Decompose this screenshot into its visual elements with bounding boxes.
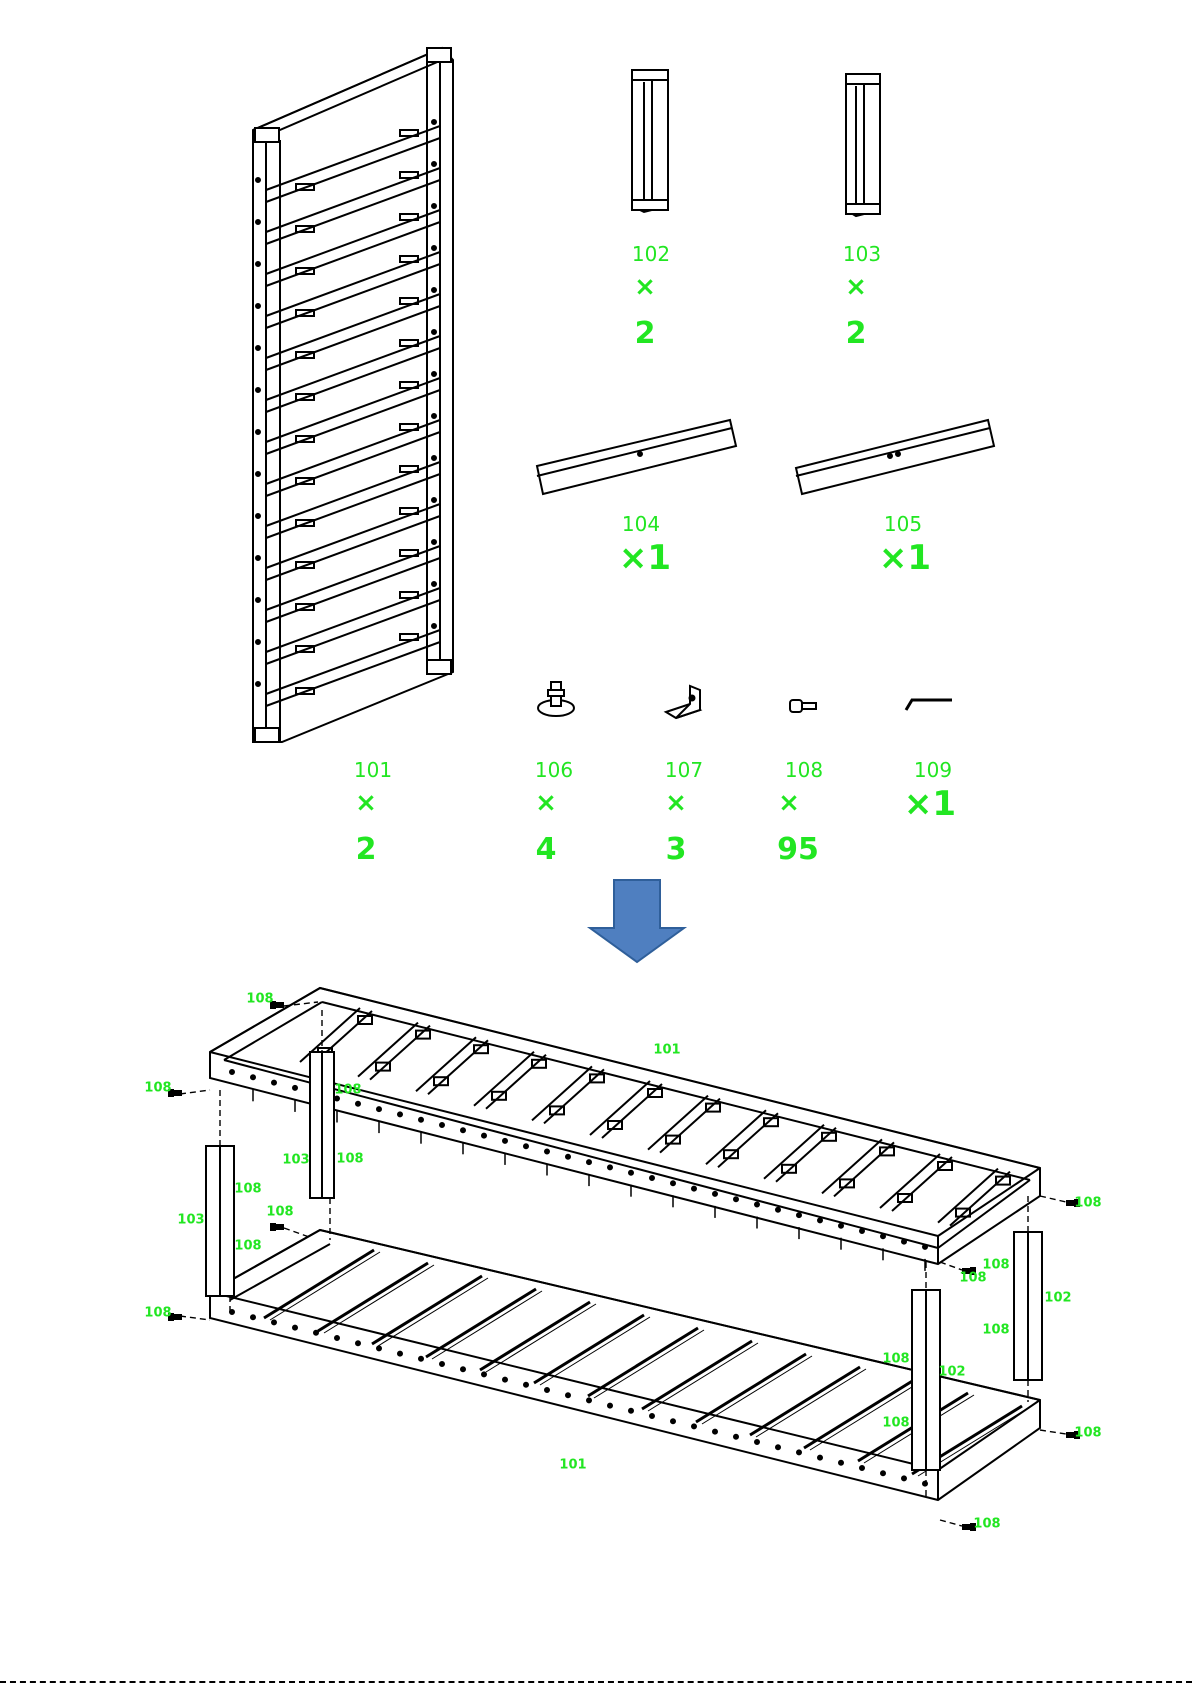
callout-108: 108: [334, 1083, 361, 1098]
part-106-foot: [538, 682, 574, 716]
part-101-frame-panel: [253, 48, 453, 742]
part-104-rail: [537, 420, 736, 494]
page-edge-dashed-line: [0, 1681, 1192, 1683]
part-number-102: 102: [632, 242, 670, 266]
part-qty-104: ×1: [619, 538, 671, 578]
callout-103: 103: [282, 1153, 309, 1168]
part-qty-103: 2: [846, 316, 867, 351]
part-105-rail: [796, 420, 994, 494]
part-number-108: 108: [785, 758, 823, 782]
part-times-101: ×: [355, 788, 377, 818]
callout-108: 108: [882, 1352, 909, 1367]
part-qty-109: ×1: [904, 784, 956, 824]
callout-108: 108: [144, 1081, 171, 1096]
callout-102: 102: [938, 1365, 965, 1380]
callout-101: 101: [559, 1458, 586, 1473]
part-number-103: 103: [843, 242, 881, 266]
part-times-103: ×: [845, 272, 867, 302]
part-107-bracket: [666, 686, 700, 718]
callout-108: 108: [144, 1306, 171, 1321]
callout-108: 108: [882, 1416, 909, 1431]
callout-108: 108: [959, 1271, 986, 1286]
callout-101: 101: [653, 1043, 680, 1058]
part-number-104: 104: [622, 512, 660, 536]
callout-108: 108: [234, 1182, 261, 1197]
callout-108: 108: [336, 1152, 363, 1167]
part-qty-107: 3: [666, 832, 687, 867]
callout-108: 108: [1074, 1196, 1101, 1211]
part-qty-102: 2: [635, 316, 656, 351]
part-qty-101: 2: [356, 832, 377, 867]
down-arrow: [590, 880, 684, 962]
part-number-106: 106: [535, 758, 573, 782]
callout-108: 108: [982, 1323, 1009, 1338]
callout-108: 108: [234, 1239, 261, 1254]
part-103-leg: [846, 74, 880, 216]
part-number-107: 107: [665, 758, 703, 782]
callout-108: 108: [266, 1205, 293, 1220]
part-qty-108: 95: [777, 832, 819, 867]
callout-103: 103: [177, 1213, 204, 1228]
part-times-106: ×: [535, 788, 557, 818]
part-102-leg: [632, 70, 668, 212]
part-qty-105: ×1: [879, 538, 931, 578]
part-times-102: ×: [634, 272, 656, 302]
callout-102: 102: [1044, 1291, 1071, 1306]
callout-108: 108: [1074, 1426, 1101, 1441]
part-number-109: 109: [914, 758, 952, 782]
part-qty-106: 4: [536, 832, 557, 867]
part-times-107: ×: [665, 788, 687, 818]
part-109-hex-key: [906, 700, 952, 710]
callout-108: 108: [982, 1258, 1009, 1273]
part-108-bolt: [790, 700, 816, 712]
part-number-105: 105: [884, 512, 922, 536]
part-number-101: 101: [354, 758, 392, 782]
part-times-108: ×: [778, 788, 800, 818]
callout-108: 108: [973, 1517, 1000, 1532]
callout-108: 108: [246, 992, 273, 1007]
